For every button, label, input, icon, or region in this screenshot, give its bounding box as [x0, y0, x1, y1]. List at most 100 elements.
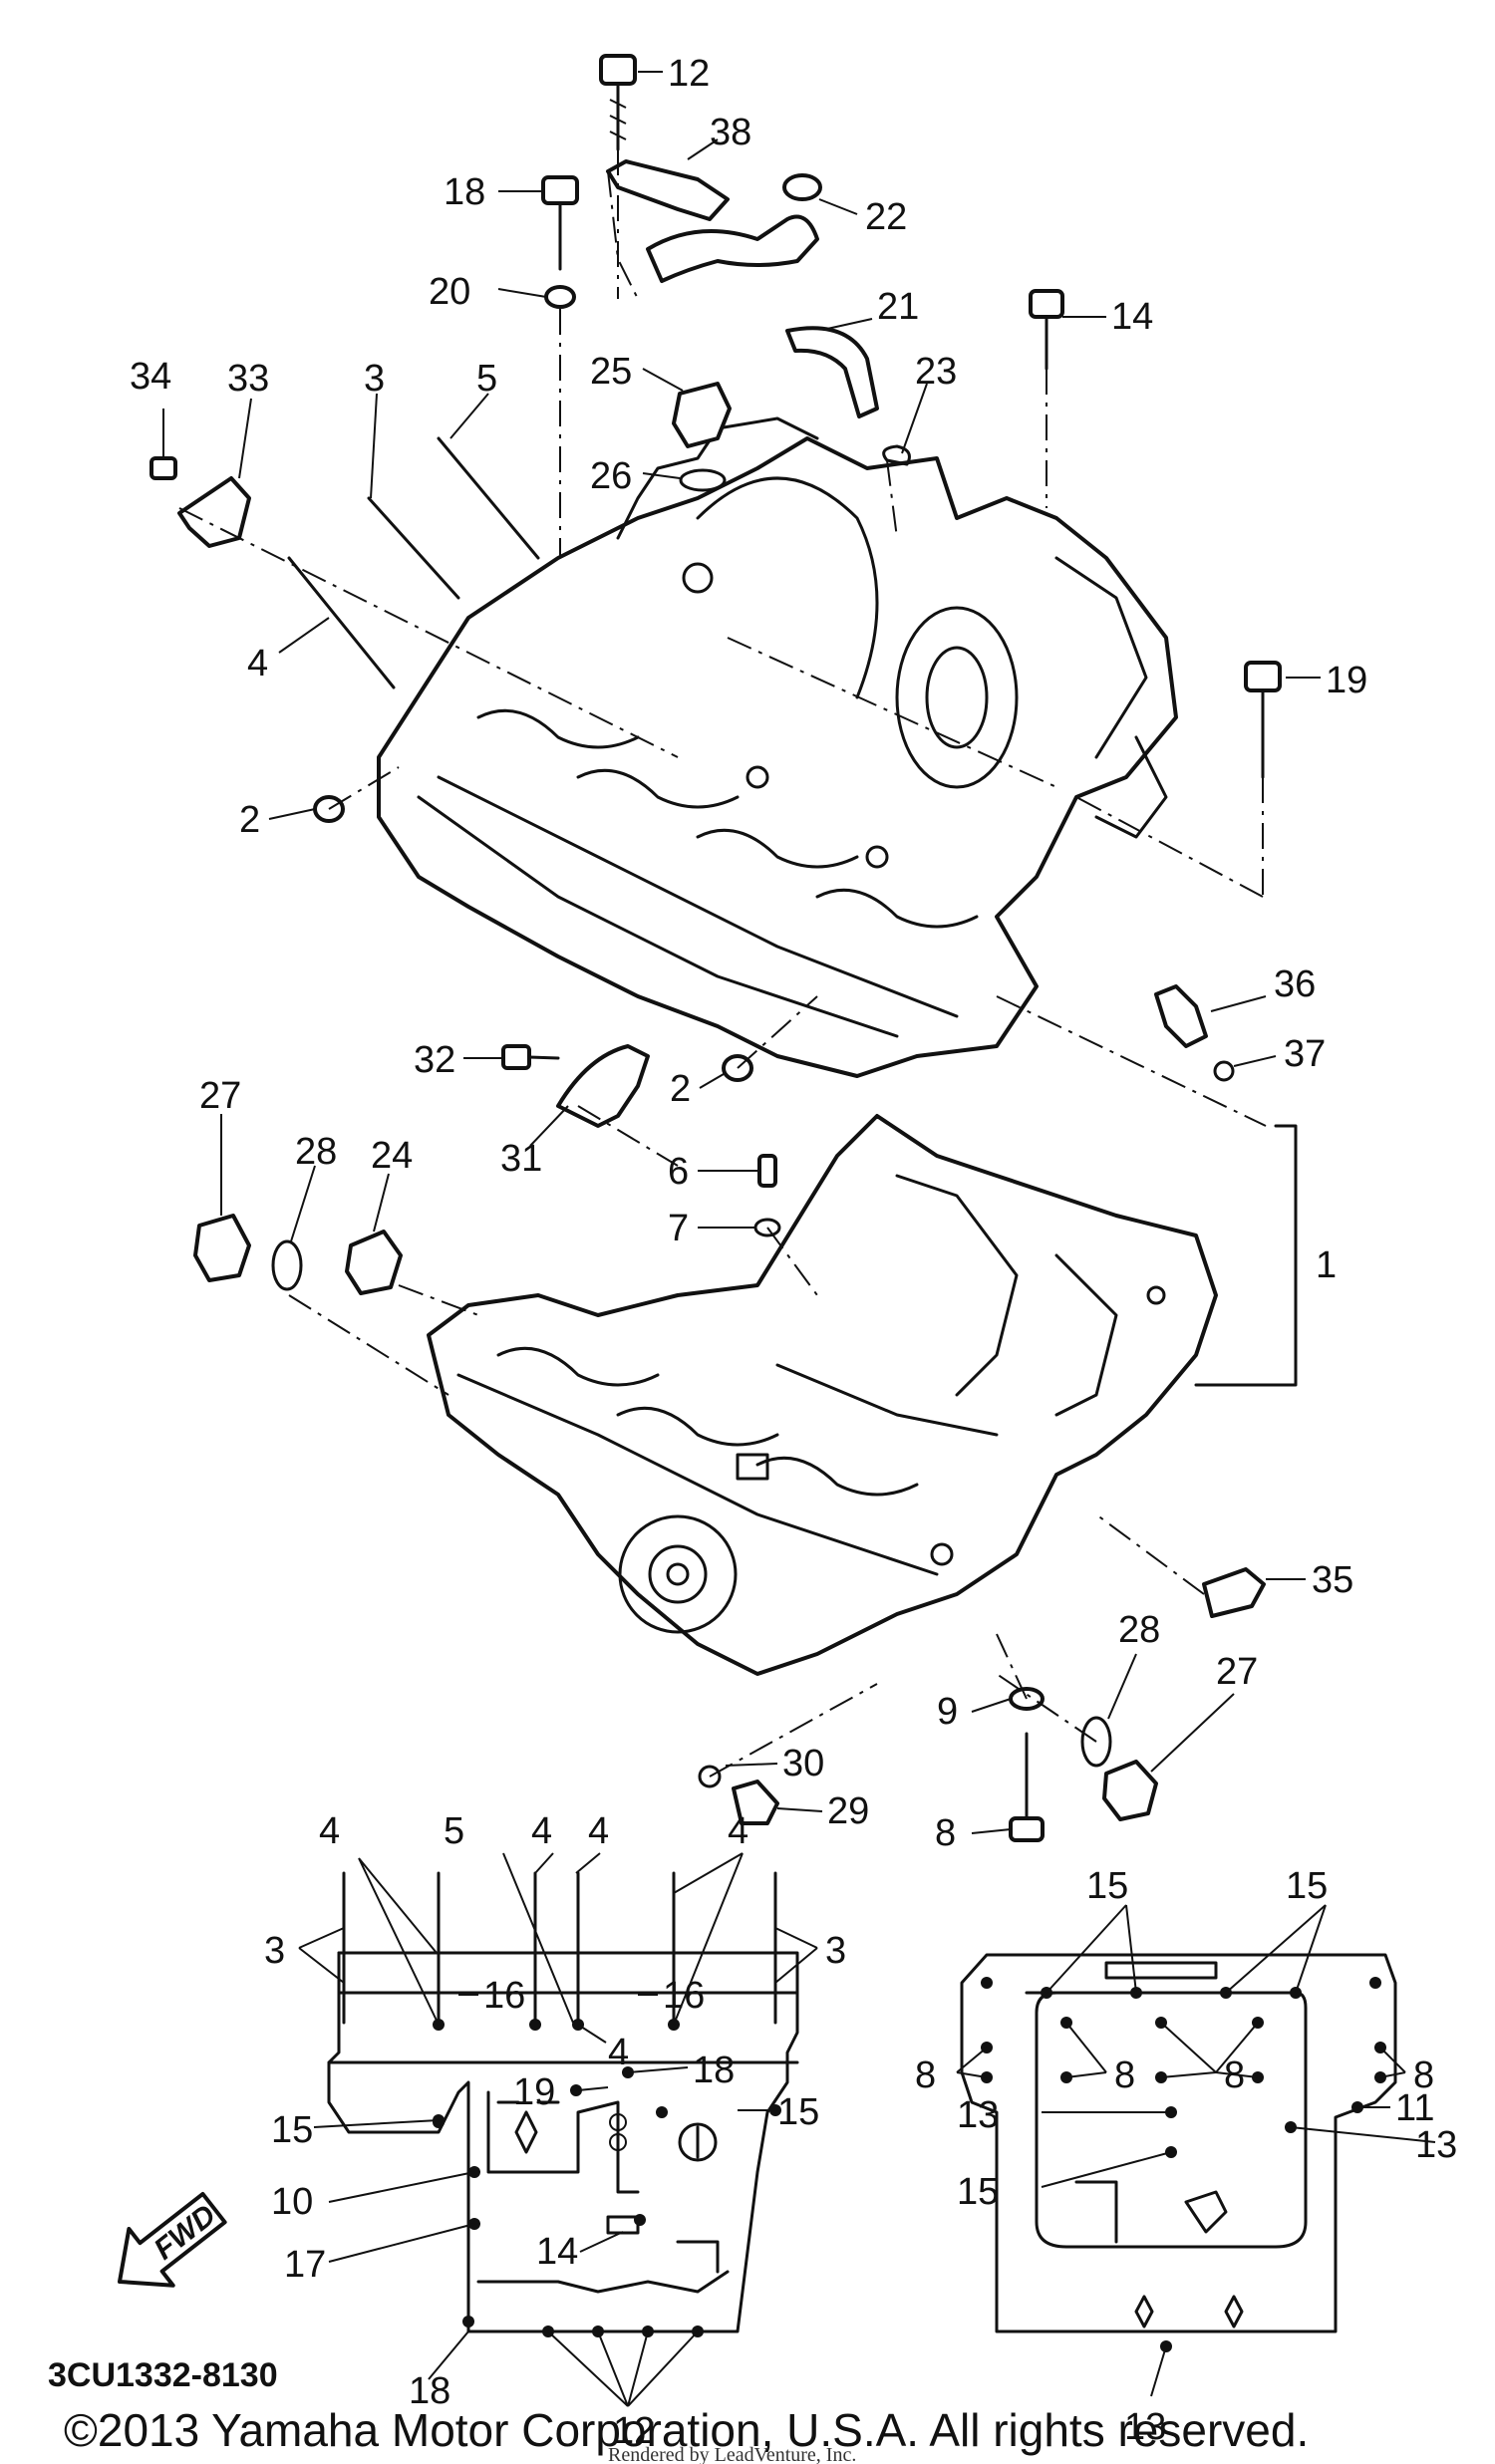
bolt-29	[732, 1780, 779, 1825]
detail-callout-4d: 4	[728, 1810, 748, 1852]
o-ring-37	[1213, 1060, 1235, 1082]
leader-lines	[178, 149, 1298, 1778]
callout-36: 36	[1274, 963, 1316, 1005]
sensor-36	[1154, 984, 1208, 1048]
callout-28: 28	[295, 1131, 337, 1173]
callout-12: 12	[668, 53, 710, 95]
o-ring-30	[698, 1765, 722, 1788]
detail-callout-18b: 18	[409, 2370, 450, 2412]
bracket-35	[1202, 1567, 1266, 1618]
upper-crankcase	[377, 416, 1178, 1078]
detail-callout-8d: 8	[1413, 2054, 1434, 2096]
callout-25: 25	[590, 351, 632, 393]
bolt-8	[1009, 1732, 1045, 1842]
washer-20	[544, 285, 576, 309]
copyright-notice: ©2013 Yamaha Motor Corporation, U.S.A. A…	[64, 2404, 1309, 2456]
breather-hose-21	[646, 214, 819, 283]
callout-30: 30	[782, 1743, 824, 1784]
detail-callout-16: 16	[483, 1975, 525, 2017]
bolt-14	[1029, 289, 1064, 371]
callouts: 12 38 18 22 20 21 14 34 33 3 5 25 23 26 …	[130, 53, 1367, 1854]
detail-callout-4b: 4	[531, 1810, 552, 1852]
callout-2b: 2	[670, 1068, 691, 1110]
stud-3	[367, 496, 460, 600]
detail-callout-4c: 4	[588, 1810, 609, 1852]
detail-callout-16b: 16	[663, 1975, 705, 2017]
detail-callout-8: 8	[915, 2054, 936, 2096]
callout-28b: 28	[1118, 1609, 1160, 1651]
o-ring-26	[679, 468, 727, 492]
lower-crankcase	[427, 1114, 1218, 1676]
callout-5: 5	[476, 358, 497, 400]
callout-33: 33	[227, 358, 269, 400]
callout-4: 4	[247, 643, 268, 684]
detail-callout-11: 11	[1395, 2087, 1434, 2129]
callout-22: 22	[865, 196, 907, 238]
callout-37: 37	[1284, 1033, 1326, 1075]
detail-view-right: 15 15 8 8 8 8 11 13 13 15 13	[915, 1865, 1457, 2448]
bolt-12	[599, 54, 637, 151]
stud-5	[437, 436, 540, 560]
callout-3: 3	[364, 358, 385, 400]
callout-8: 8	[935, 1812, 956, 1854]
sight-glass-24	[345, 1230, 403, 1295]
callout-35: 35	[1312, 1559, 1353, 1601]
rendered-by: Rendered by LeadVenture, Inc.	[608, 2444, 856, 2464]
detail-callout-13: 13	[957, 2094, 999, 2136]
callout-27: 27	[199, 1075, 241, 1117]
callout-29: 29	[827, 1790, 869, 1832]
callout-23: 23	[915, 351, 957, 393]
detail-callout-4e: 4	[608, 2032, 629, 2073]
callout-14: 14	[1111, 296, 1153, 338]
clip-23	[882, 444, 911, 466]
bolt-19	[1244, 661, 1282, 779]
callout-24: 24	[371, 1135, 413, 1177]
o-ring-7	[753, 1218, 781, 1237]
callout-7: 7	[668, 1208, 689, 1249]
drain-plug-27b	[1102, 1760, 1158, 1821]
detail-callout-3b: 3	[825, 1930, 846, 1972]
detail-callout-19: 19	[513, 2071, 555, 2113]
callout-9: 9	[937, 1691, 958, 1733]
detail-callout-15: 15	[271, 2109, 313, 2151]
diagram-code: 3CU1332-8130	[48, 2356, 278, 2394]
detail-callout-4: 4	[319, 1810, 340, 1852]
clamp-22	[782, 173, 822, 201]
bolt-18	[541, 175, 579, 271]
detail-callout-15b: 15	[1286, 1865, 1328, 1907]
callout-32: 32	[414, 1039, 455, 1081]
detail-callout-5: 5	[444, 1810, 464, 1852]
bolt-32	[501, 1044, 531, 1070]
bracket-38	[606, 159, 730, 221]
callout-6: 6	[668, 1151, 689, 1193]
callout-20: 20	[429, 271, 470, 313]
detail-callout-15c: 15	[957, 2171, 999, 2213]
stud-4	[287, 556, 396, 689]
detail-callout-14: 14	[536, 2231, 578, 2273]
callout-21: 21	[877, 286, 919, 328]
drain-plug-27	[193, 1214, 251, 1282]
detail-callout-15: 15	[1086, 1865, 1128, 1907]
fwd-arrow: FWD	[118, 2191, 227, 2288]
gasket-28b	[1080, 1716, 1112, 1768]
detail-callout-15b: 15	[777, 2091, 819, 2133]
bracket-33	[177, 476, 251, 548]
callout-2: 2	[239, 799, 260, 841]
oil-filler-cap-25	[672, 382, 732, 448]
callout-31: 31	[500, 1138, 542, 1180]
bolt-34	[150, 456, 177, 480]
pin-6	[757, 1154, 777, 1188]
callout-38: 38	[710, 112, 751, 153]
callout-26: 26	[590, 455, 632, 497]
callout-27b: 27	[1216, 1651, 1258, 1693]
detail-view-left: 4 5 4 4 4 3 3 16 16 4 18 19 15 15 10 14 …	[264, 1810, 846, 2452]
detail-callout-3: 3	[264, 1930, 285, 1972]
detail-callout-10: 10	[271, 2181, 313, 2223]
callout-19: 19	[1326, 660, 1367, 701]
small-parts	[150, 54, 1282, 1842]
detail-callout-12: 12	[613, 2410, 655, 2452]
detail-callout-17: 17	[284, 2244, 326, 2286]
plate-31	[556, 1044, 650, 1128]
gasket-28	[271, 1239, 303, 1291]
